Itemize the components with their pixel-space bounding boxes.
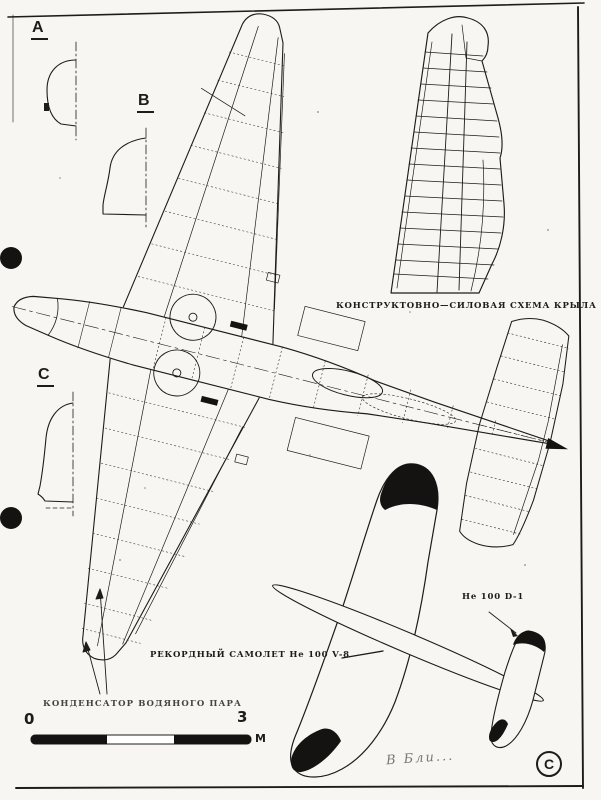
tailplane (459, 317, 570, 548)
v8-nose-black (380, 463, 438, 510)
dorsal-fairing (362, 393, 456, 425)
section-c-profile (37, 391, 75, 517)
d1-nose-black (513, 630, 546, 652)
section-b-profile (102, 127, 147, 231)
condenser-caption: КОНДЕНСАТОР ВОДЯНОГО ПАРА (43, 699, 243, 709)
walkway-marks (200, 320, 248, 406)
record-plane-caption: РЕКОРДНЫЙ САМОЛЕТ He 100 V-8 (150, 650, 350, 660)
punch-holes (0, 247, 22, 529)
wing-structure-schema (390, 16, 505, 294)
section-label-a: A (31, 20, 48, 40)
condenser-leaders (82, 588, 108, 695)
d1-label-leader (488, 611, 517, 634)
v8-tail-black (291, 728, 341, 773)
d1-body (490, 630, 546, 749)
fuselage-frame-lines (152, 317, 497, 437)
main-aircraft-plan-view (11, 13, 570, 661)
wing-schema-caption: КОНСТРУКТОВНО—СИЛОВАЯ СХЕМА КРЫЛА (336, 301, 597, 311)
canopy (311, 368, 384, 399)
flight-silhouettes (272, 463, 546, 778)
scale-start-value: 0 (24, 710, 35, 728)
page-borders (7, 2, 585, 789)
d1-tail-black (488, 719, 508, 742)
schema-rib-lines (393, 51, 504, 280)
record-label-pointer (341, 650, 384, 659)
punch-hole-icon (0, 507, 22, 529)
scan-specks (59, 111, 549, 566)
wing-rib-lines (81, 51, 286, 644)
section-a-profile (44, 41, 77, 141)
surface-hatches (234, 271, 370, 470)
wheel-wells (153, 293, 217, 397)
scale-unit-label: М (255, 732, 266, 745)
scale-bar (30, 734, 252, 745)
punch-hole-icon (0, 247, 22, 269)
wing-outlines (82, 13, 285, 661)
scale-end-value: 3 (237, 708, 248, 726)
production-plane-caption: He 100 D-1 (462, 592, 525, 602)
section-label-c: C (37, 367, 54, 387)
sheet-letter-badge: C (536, 751, 562, 777)
d1-label-arrowhead (510, 628, 518, 637)
section-label-b: B (137, 93, 154, 113)
tail-tip (545, 438, 569, 450)
v8-wing (272, 584, 544, 702)
